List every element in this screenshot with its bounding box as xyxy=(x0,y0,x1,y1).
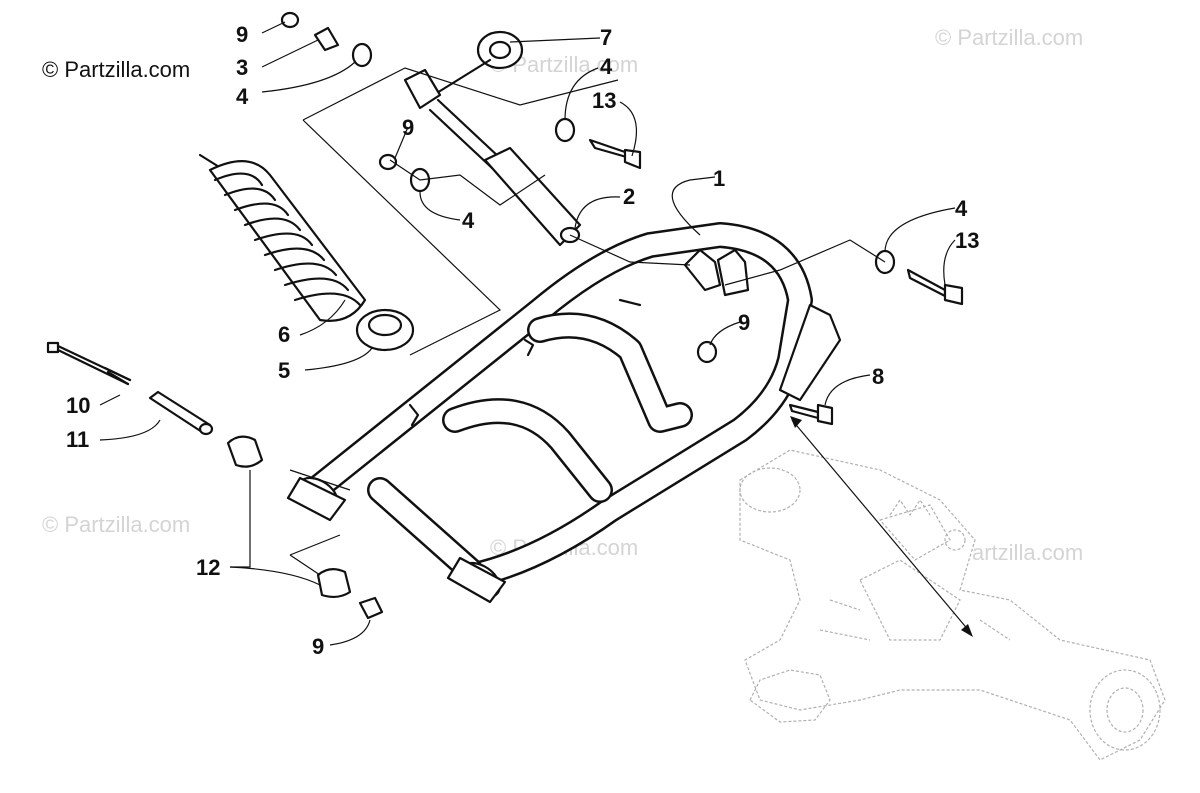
callout-11: 11 xyxy=(66,427,89,452)
callout-12: 12 xyxy=(196,555,220,580)
hardware xyxy=(46,11,964,620)
callout-2: 2 xyxy=(623,184,635,209)
coil-spring xyxy=(198,153,415,352)
callout-13: 13 xyxy=(955,228,979,253)
callout-4: 4 xyxy=(600,54,613,79)
watermark: © Partzilla.com xyxy=(935,25,1083,50)
mount-arrow xyxy=(790,416,973,637)
callout-4: 4 xyxy=(955,196,968,221)
watermark: © Partzilla.com xyxy=(42,512,190,537)
swing-arm xyxy=(286,222,842,604)
axle-housing-ghost xyxy=(739,449,1166,761)
callout-13: 13 xyxy=(592,88,616,113)
callout-3: 3 xyxy=(236,55,248,80)
callout-9: 9 xyxy=(312,634,324,659)
callout-6: 6 xyxy=(278,322,290,347)
leader-lines xyxy=(99,21,956,646)
callout-labels: 9 3 4 7 4 13 9 4 2 1 4 13 9 8 6 5 10 11 … xyxy=(66,22,979,659)
callout-9: 9 xyxy=(236,22,248,47)
callout-4: 4 xyxy=(236,84,249,109)
callout-7: 7 xyxy=(600,25,612,50)
shock-absorber xyxy=(403,30,582,247)
callout-5: 5 xyxy=(278,358,290,383)
callout-1: 1 xyxy=(713,166,725,191)
brand-watermark: © Partzilla.com xyxy=(42,57,190,82)
callout-8: 8 xyxy=(872,364,884,389)
callout-9: 9 xyxy=(738,310,750,335)
callout-4: 4 xyxy=(462,208,475,233)
callout-9: 9 xyxy=(402,115,414,140)
callout-10: 10 xyxy=(66,393,90,418)
